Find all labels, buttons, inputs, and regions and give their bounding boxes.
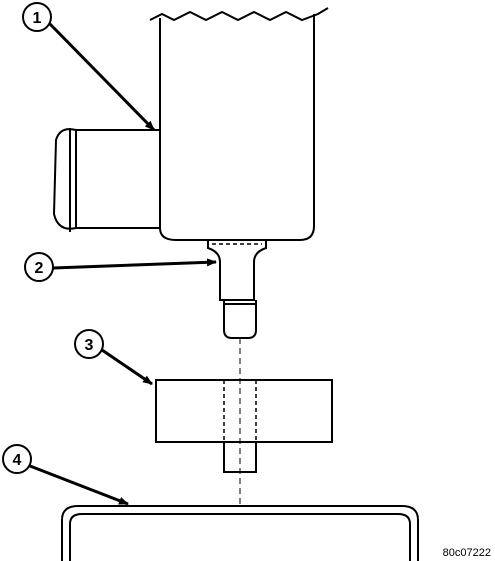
housing-break-edge — [149, 7, 329, 22]
callout-2: 2 — [24, 252, 217, 282]
housing-side-port — [52, 128, 160, 232]
callout-2-label: 2 — [35, 260, 44, 277]
callout-3: 3 — [74, 329, 153, 386]
housing-body — [159, 14, 315, 241]
installer-block — [155, 379, 333, 473]
base-plate — [61, 505, 419, 561]
figure-code: 80c07222 — [442, 547, 491, 559]
callout-1-label: 1 — [33, 10, 42, 27]
callout-3-label: 3 — [85, 337, 94, 354]
housing — [149, 7, 329, 339]
callout-4-label: 4 — [13, 452, 22, 469]
callout-1: 1 — [22, 2, 156, 132]
housing-neck — [207, 240, 267, 301]
housing-pin — [223, 300, 257, 339]
callout-4: 4 — [2, 444, 129, 506]
